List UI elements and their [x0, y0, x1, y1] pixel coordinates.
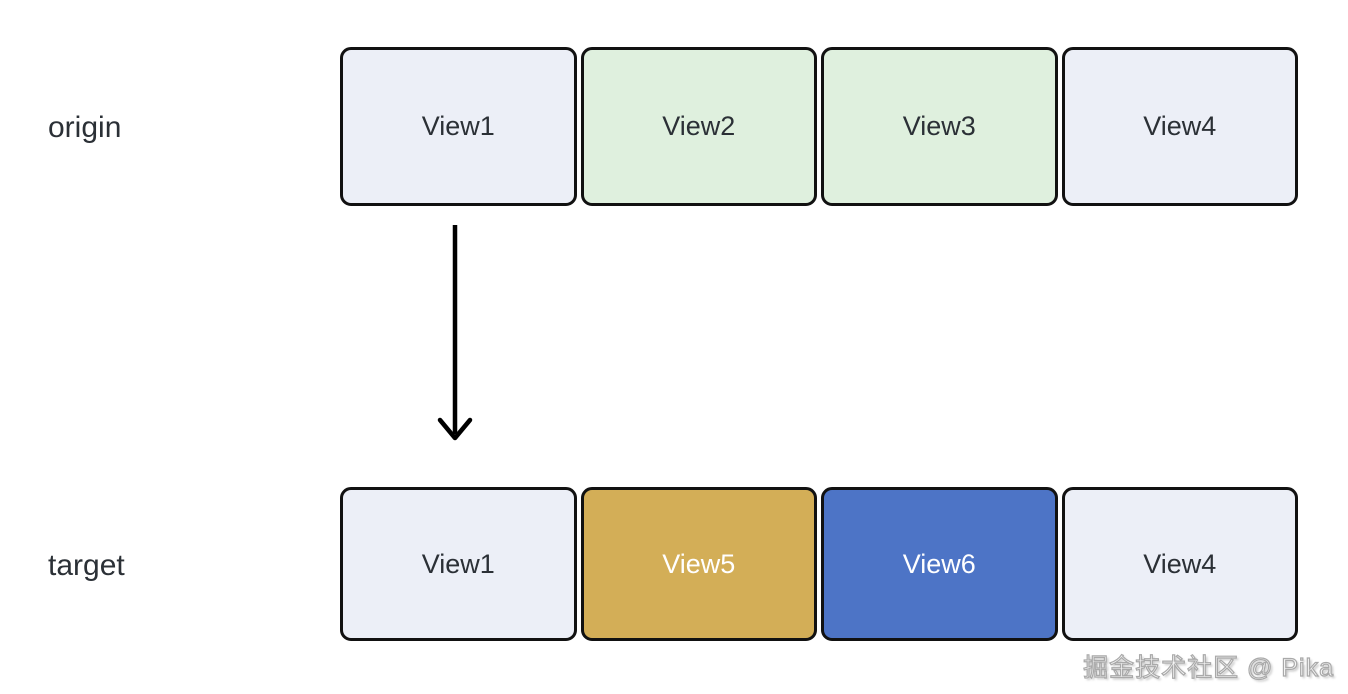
target-box-view4: View4 — [1061, 487, 1298, 641]
origin-box-view3: View3 — [821, 47, 1058, 206]
origin-row: View1 View2 View3 View4 — [340, 47, 1298, 206]
view-box-label: View3 — [902, 111, 976, 141]
watermark: 掘金技术社区 @ Pika — [1082, 653, 1334, 682]
origin-box-view2: View2 — [580, 47, 817, 206]
origin-box-view4: View4 — [1061, 47, 1298, 206]
origin-row-label: origin — [48, 111, 122, 144]
target-row-label: target — [48, 549, 125, 582]
target-box-view1: View1 — [340, 487, 577, 641]
down-arrow-icon — [437, 225, 473, 441]
view-box-label: View4 — [1143, 548, 1217, 579]
target-box-view6: View6 — [821, 487, 1058, 641]
view-box-label: View1 — [421, 111, 495, 141]
view-box-label: View4 — [1143, 111, 1217, 141]
target-box-view5: View5 — [580, 487, 817, 641]
view-box-label: View5 — [662, 548, 736, 579]
view-box-label: View1 — [421, 548, 495, 579]
target-row: View1 View5 View6 View4 — [340, 487, 1298, 641]
view-box-label: View6 — [902, 548, 976, 579]
view-box-label: View2 — [662, 111, 736, 141]
origin-box-view1: View1 — [340, 47, 577, 206]
